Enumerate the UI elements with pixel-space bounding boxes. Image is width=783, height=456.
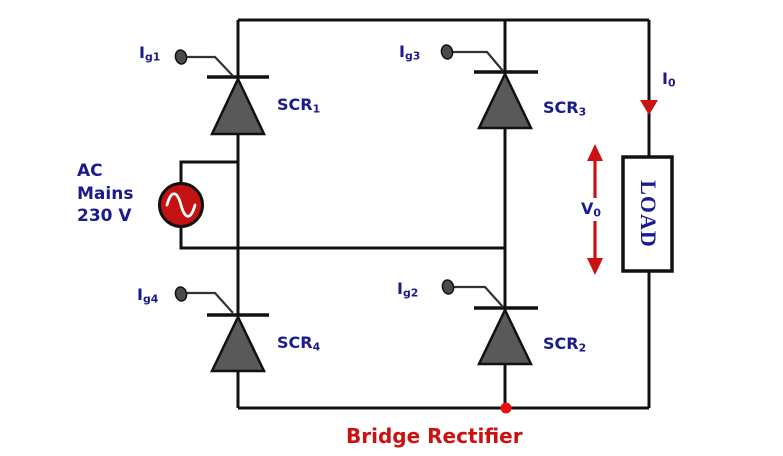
scr4-sub: 4 [312,340,321,354]
ig1-sub: g1 [144,50,161,64]
scr2-base: SCR [543,334,579,353]
scr4-base: SCR [277,333,313,352]
wire-source-top [179,160,238,184]
v0-arrow-down-head [587,258,603,275]
ac-mains-label: AC Mains 230 V [77,161,134,226]
ig4-label: Ig4 [137,287,158,305]
scr4-triangle [210,314,266,373]
scr2-symbol [441,279,538,366]
ig3-sub: g3 [404,49,421,63]
ig4-sub: g4 [142,292,159,306]
scr4-gate-terminal-icon [174,286,188,302]
scr4-symbol [174,286,269,373]
scr2-gate-wire [454,285,504,308]
junction-dot [500,402,512,414]
scr4-label: SCR4 [277,335,320,353]
scr3-triangle [477,71,533,130]
ig1-base: I [139,43,145,62]
scr1-gate-terminal-icon [174,49,188,65]
scr1-triangle [210,76,266,136]
scr4-gate-wire [187,291,234,314]
scr3-label: SCR3 [543,100,586,118]
i0-sub: 0 [667,76,676,90]
scr3-sub: 3 [578,105,587,119]
scr2-gate-terminal-icon [441,279,455,295]
load-box [621,155,674,273]
scr2-triangle [477,307,533,366]
diagram-title: Bridge Rectifier [346,424,523,448]
scr1-sub: 1 [312,102,321,116]
v0-arrow-icon [587,144,603,275]
v0-sub: 0 [593,206,601,220]
i0-arrow-icon [640,100,658,115]
scr3-gate-wire [453,50,504,72]
scr1-symbol [174,49,269,136]
i0-base: I [662,69,668,88]
ig2-sub: g2 [402,286,419,300]
v0-label: V0 [581,201,601,219]
ig2-base: I [397,279,403,298]
scr3-symbol [440,44,538,130]
wire-source-bottom [179,226,505,250]
scr1-base: SCR [277,95,313,114]
scr3-gate-terminal-icon [440,44,454,60]
ig2-label: Ig2 [397,281,418,299]
scr2-label: SCR2 [543,336,586,354]
i0-label: I0 [662,71,676,89]
ig3-base: I [399,42,405,61]
scr2-sub: 2 [578,341,587,355]
v0-arrow-up-head [587,144,603,161]
scr1-label: SCR1 [277,97,320,115]
scr3-base: SCR [543,98,579,117]
scr1-gate-wire [187,55,234,77]
ig1-label: Ig1 [139,45,160,63]
ig4-base: I [137,285,143,304]
sine-wave-icon [165,192,197,218]
ig3-label: Ig3 [399,44,420,62]
ac-source-icon [158,182,204,228]
v0-base: V [581,199,594,218]
